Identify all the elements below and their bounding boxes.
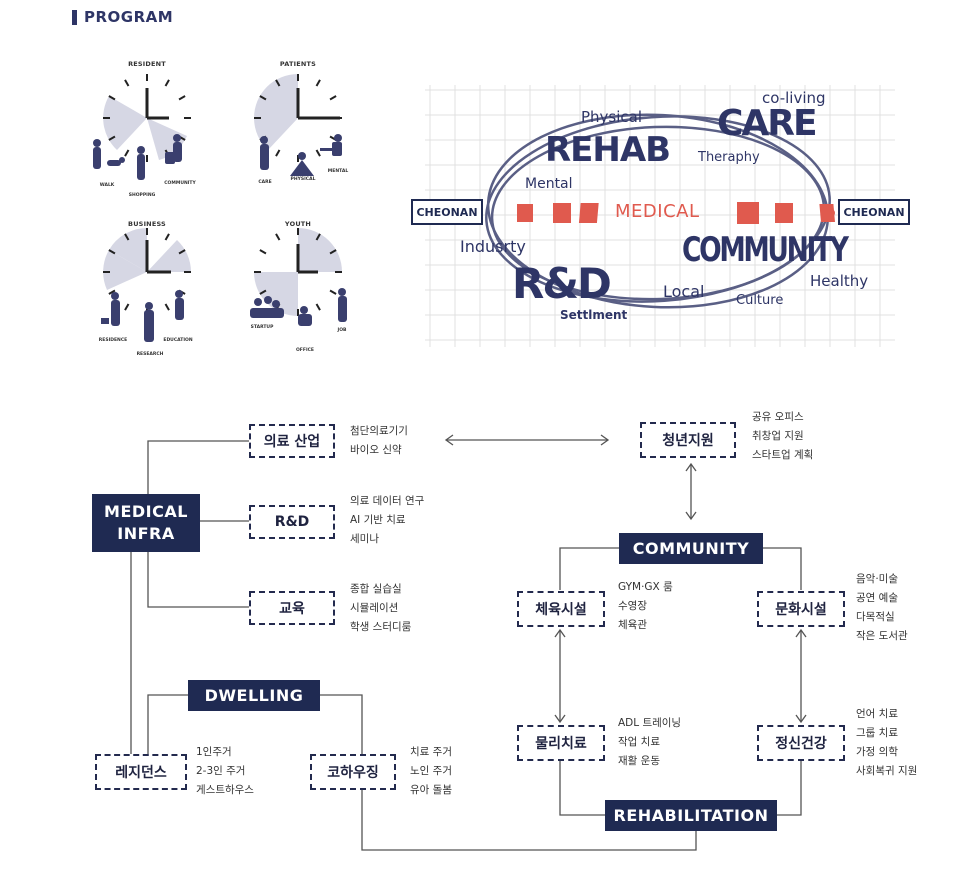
physio-box: 물리치료 — [517, 725, 605, 761]
sports-box: 체육시설 — [517, 591, 605, 627]
youth-support-box: 청년지원 — [640, 422, 736, 458]
note-line: 언어 치료 — [856, 708, 898, 720]
word-coliving: co-living — [762, 89, 826, 107]
note-line: 게스트하우스 — [196, 784, 254, 796]
note-line: AI 기반 치료 — [350, 514, 406, 526]
figure-label: SHOPPING — [128, 193, 156, 198]
note-line: 학생 스터디룸 — [350, 621, 412, 633]
note-line: 작은 도서관 — [856, 630, 908, 642]
figure-label: MENTAL — [327, 169, 349, 174]
word-healthy: Healthy — [810, 272, 869, 290]
education-box: 교육 — [249, 591, 335, 625]
note-line: 공연 예술 — [856, 592, 898, 604]
figure-label: RESIDENCE — [98, 338, 128, 343]
note-line: 재활 운동 — [618, 755, 660, 767]
clock-business — [101, 227, 192, 342]
word-rnd: R&D — [512, 259, 612, 308]
cohousing-box: 코하우징 — [310, 754, 396, 790]
note-line: 음악·미술 — [856, 573, 898, 585]
note-line: 세미나 — [350, 533, 379, 545]
medical-label: MEDICAL — [615, 201, 700, 222]
word-physical: Physical — [581, 108, 643, 126]
note-line: 유아 돌봄 — [410, 784, 452, 796]
word-map-graphic — [425, 85, 895, 347]
culture-notes: 음악·미술 공연 예술 다목적실 작은 도서관 — [856, 570, 908, 646]
residence-notes: 1인주거 2-3인 주거 게스트하우스 — [196, 743, 254, 800]
note-line: ADL 트레이닝 — [618, 717, 682, 729]
word-community: COMMUNITY — [682, 230, 849, 270]
word-settlment: Settlment — [560, 308, 628, 322]
word-care: CARE — [717, 103, 818, 144]
clock-title: RESIDENT — [128, 60, 166, 68]
figure-label: COMMUNITY — [164, 181, 196, 186]
dwelling-box: DWELLING — [188, 680, 320, 711]
note-line: 다목적실 — [856, 611, 895, 623]
figure-label: JOB — [337, 328, 347, 333]
figure-label: EDUCATION — [163, 338, 193, 343]
note-line: 가정 의학 — [856, 746, 898, 758]
note-line: 그룹 치료 — [856, 727, 898, 739]
note-line: 종합 실습실 — [350, 583, 402, 595]
cohousing-notes: 치료 주거 노인 주거 유아 돌봄 — [410, 743, 452, 800]
note-line: 사회복귀 지원 — [856, 765, 918, 777]
cheonan-left-box: CHEONAN — [411, 199, 483, 225]
word-theraphy: Theraphy — [698, 150, 760, 165]
word-local: Local — [663, 282, 705, 301]
word-rehab: REHAB — [545, 130, 671, 170]
note-line: 작업 치료 — [618, 736, 660, 748]
rehabilitation-box: REHABILITATION — [605, 800, 777, 831]
cheonan-right-box: CHEONAN — [838, 199, 910, 225]
note-line: 취창업 지원 — [752, 430, 804, 442]
figure-label: PHYSICAL — [290, 177, 316, 182]
mental-health-box: 정신건강 — [757, 725, 845, 761]
medical-industry-box: 의료 산업 — [249, 424, 335, 458]
medical-infra-box: MEDICAL INFRA — [92, 494, 200, 552]
clock-resident — [93, 73, 192, 180]
figure-label: WALK — [99, 183, 115, 188]
community-box: COMMUNITY — [619, 533, 763, 564]
clock-youth — [250, 227, 347, 326]
figure-label: OFFICE — [295, 348, 315, 353]
clock-title: BUSINESS — [128, 220, 166, 228]
section-marker — [72, 10, 77, 25]
medical-industry-notes: 첨단의료기기 바이오 신약 — [350, 422, 408, 460]
rnd-notes: 의료 데이터 연구 AI 기반 치료 세미나 — [350, 492, 424, 549]
note-line: 1인주거 — [196, 746, 232, 758]
note-line: 노인 주거 — [410, 765, 452, 777]
mental-health-notes: 언어 치료 그룹 치료 가정 의학 사회복귀 지원 — [856, 705, 917, 781]
residence-box: 레지던스 — [95, 754, 187, 790]
note-line: 스타트업 계획 — [752, 449, 814, 461]
note-line: 시뮬레이션 — [350, 602, 399, 614]
note-line: 공유 오피스 — [752, 411, 804, 423]
culture-box: 문화시설 — [757, 591, 845, 627]
section-title: PROGRAM — [84, 8, 174, 26]
note-line: 수영장 — [618, 600, 647, 612]
note-line: 치료 주거 — [410, 746, 452, 758]
physio-notes: ADL 트레이닝 작업 치료 재활 운동 — [618, 714, 681, 771]
word-culture: Culture — [736, 293, 784, 308]
note-line: 체육관 — [618, 619, 647, 631]
note-line: 2-3인 주거 — [196, 765, 246, 777]
figure-label: STARTUP — [250, 325, 274, 330]
rnd-box: R&D — [249, 505, 335, 539]
sports-notes: GYM·GX 룸 수영장 체육관 — [618, 578, 673, 635]
word-mental: Mental — [525, 176, 573, 192]
note-line: 의료 데이터 연구 — [350, 495, 425, 507]
youth-support-notes: 공유 오피스 취창업 지원 스타트업 계획 — [752, 408, 813, 465]
note-line: 첨단의료기기 — [350, 425, 408, 437]
education-notes: 종합 실습실 시뮬레이션 학생 스터디룸 — [350, 580, 411, 637]
note-line: GYM·GX 룸 — [618, 581, 673, 593]
clock-title: YOUTH — [284, 220, 312, 228]
clock-title: PATIENTS — [279, 60, 317, 68]
figure-label: RESEARCH — [136, 352, 164, 357]
clock-patients — [253, 73, 343, 176]
note-line: 바이오 신약 — [350, 444, 402, 456]
figure-label: CARE — [258, 180, 272, 185]
word-indusrty: Indusrty — [460, 237, 526, 256]
